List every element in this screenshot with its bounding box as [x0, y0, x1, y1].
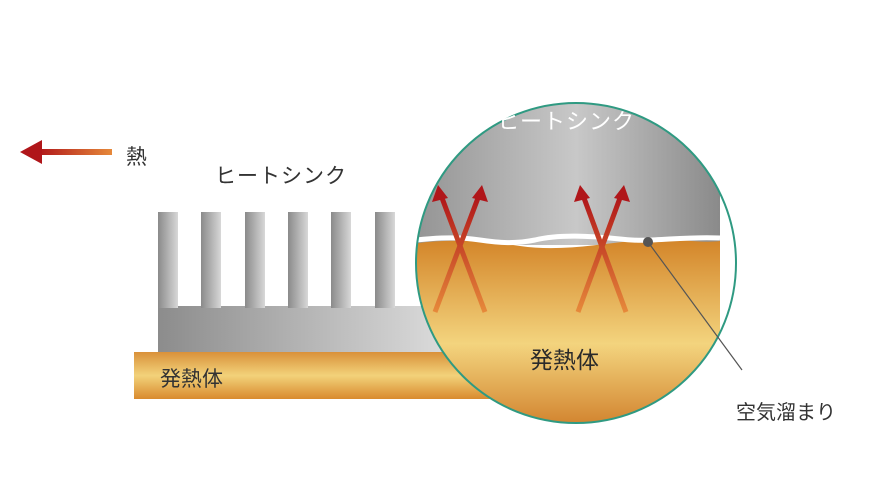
air-pocket-label: 空気溜まり [736, 400, 836, 424]
zoom-heater [416, 238, 720, 423]
zoom-detail [415, 102, 737, 424]
air-pocket-pointer [643, 237, 743, 371]
heat-legend-label: 熱 [126, 145, 147, 169]
heat-arrows-left [432, 185, 488, 313]
heat-arrow-left-icon [20, 140, 112, 164]
zoom-heatsink-label: ヒートシンク [497, 110, 636, 135]
heatsink-label: ヒートシンク [215, 164, 347, 188]
zoom-heater-label: 発熱体 [530, 348, 599, 374]
heater-label: 発熱体 [160, 367, 223, 391]
heater-block [134, 352, 494, 399]
heat-arrows-right [574, 185, 630, 313]
heatsink [158, 212, 448, 352]
